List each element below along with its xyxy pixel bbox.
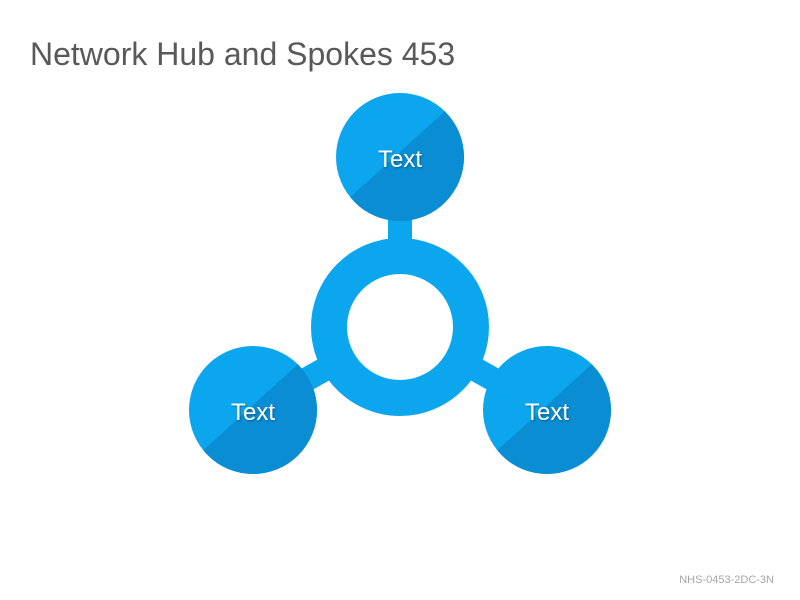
page-title: Network Hub and Spokes 453: [30, 36, 456, 72]
hub-ring: [311, 238, 489, 416]
spoke-label-right: Text: [525, 399, 569, 426]
spoke-label-top: Text: [378, 146, 422, 173]
slide-code: NHS-0453-2DC-3N: [679, 574, 774, 586]
spoke-label-left: Text: [231, 399, 275, 426]
